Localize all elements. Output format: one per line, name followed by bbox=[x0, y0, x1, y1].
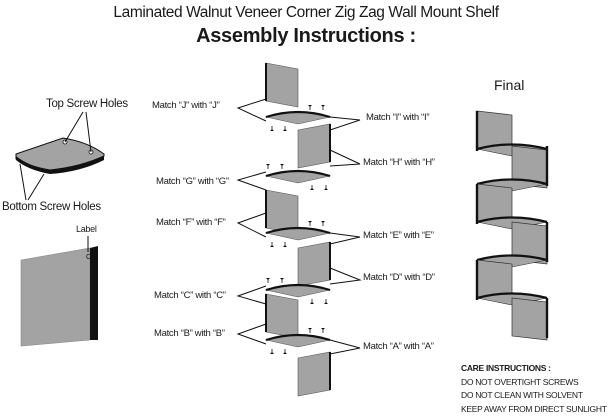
care-item: KEEP AWAY FROM DIRECT SUNLIGHT bbox=[461, 403, 607, 414]
connector-line bbox=[329, 149, 361, 167]
care-item: DO NOT OVERTIGHT SCREWS bbox=[461, 376, 579, 387]
step-label-d: Match “D” with “D” bbox=[363, 272, 435, 283]
wall-panel-part: C bbox=[20, 236, 98, 347]
final-shelf-edge bbox=[476, 143, 548, 151]
wall-panel bbox=[297, 123, 331, 169]
shelf-edge bbox=[265, 283, 331, 292]
step-label-i: Match “I” with “I” bbox=[366, 112, 430, 123]
top-screw-holes-label: Top Screw Holes bbox=[46, 98, 128, 110]
wall-panel bbox=[265, 293, 299, 339]
care-item: DO NOT CLEAN WITH SOLVENT bbox=[461, 390, 583, 400]
final-shelf-edge bbox=[476, 292, 548, 300]
bottom-screw-holes-label: Bottom Screw Holes bbox=[2, 201, 101, 213]
final-panel bbox=[511, 145, 548, 189]
final-label: Final bbox=[494, 77, 525, 93]
final-shelf-edge bbox=[476, 254, 548, 262]
care-instructions-title: CARE INSTRUCTIONS : bbox=[461, 363, 551, 373]
final-shelf-edge bbox=[476, 216, 548, 224]
shelf-edge bbox=[265, 169, 331, 178]
connector-line bbox=[329, 232, 361, 245]
step-label-f: Match “F” with “F” bbox=[156, 217, 226, 228]
connector-line bbox=[236, 98, 267, 122]
connector-line bbox=[236, 212, 267, 238]
connector-line bbox=[329, 267, 362, 285]
connector-line bbox=[329, 116, 361, 131]
wall-panel bbox=[297, 241, 331, 287]
step-label-h: Match “H” with “H” bbox=[363, 157, 435, 168]
step-label-e: Match “E” with “E” bbox=[363, 230, 434, 241]
final-assembled-shelf bbox=[475, 110, 549, 341]
shelf-edge bbox=[265, 226, 331, 235]
step-label-g: Match “G” with “G” bbox=[156, 176, 229, 187]
step-label-j: Match “J” with “J” bbox=[152, 100, 220, 111]
product-title: Laminated Walnut Veneer Corner Zig Zag W… bbox=[113, 4, 499, 21]
care-instructions: CARE INSTRUCTIONS : DO NOT OVERTIGHT SCR… bbox=[461, 362, 607, 416]
wall-panel bbox=[265, 62, 299, 108]
shelf-edge bbox=[265, 110, 331, 119]
corner-shelf-part bbox=[15, 111, 105, 201]
connector-line bbox=[236, 323, 267, 345]
final-panel bbox=[511, 221, 548, 265]
final-panel bbox=[511, 297, 548, 341]
wall-panel bbox=[297, 351, 331, 397]
exploded-assembly bbox=[236, 62, 362, 397]
shelf-edge bbox=[265, 333, 331, 342]
connector-line bbox=[236, 285, 267, 305]
final-shelf-edge bbox=[476, 178, 548, 186]
label-tag-label: Label bbox=[76, 224, 97, 234]
connector-line bbox=[236, 171, 267, 191]
step-label-c: Match “C” with “C” bbox=[154, 290, 226, 301]
step-label-b: Match “B” with “B” bbox=[154, 328, 225, 339]
connector-line bbox=[329, 339, 361, 355]
step-label-a: Match “A” with “A” bbox=[363, 341, 434, 352]
assembly-instructions-heading: Assembly Instructions : bbox=[196, 25, 416, 47]
svg-text:C: C bbox=[86, 254, 91, 261]
